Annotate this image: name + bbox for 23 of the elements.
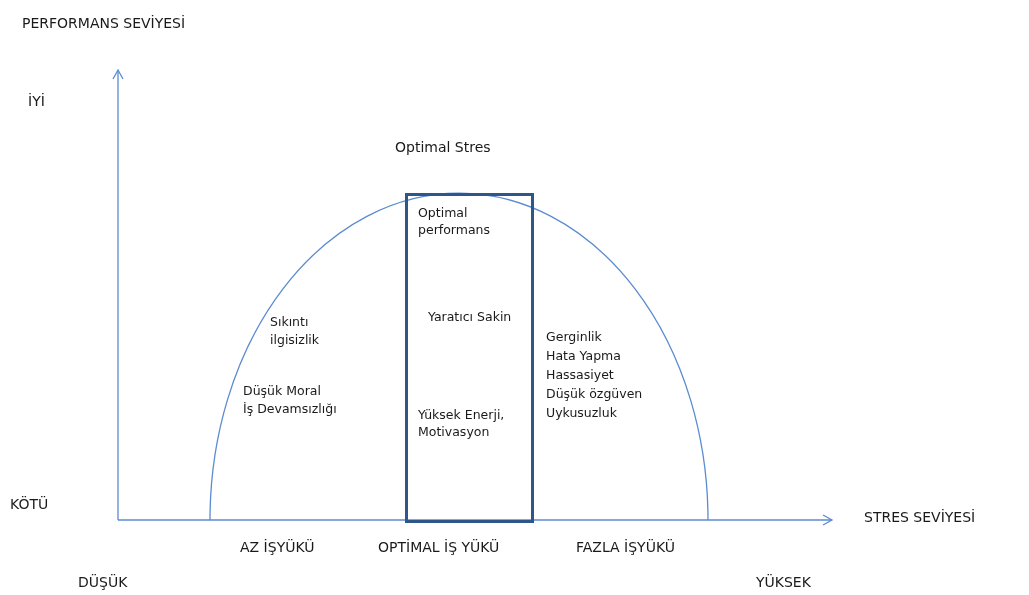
optimal-zone-box [405,193,534,523]
axis-label: YÜKSEK [756,573,811,591]
zone-text: Yaratıcı Sakin [428,308,513,325]
axis-label: KÖTÜ [10,495,49,513]
symptom-text: İş Devamsızlığı [243,400,337,418]
zone-text: Optimal performans [418,204,491,238]
symptom-text: Hata Yapma [546,347,621,365]
axis-title: PERFORMANS SEVİYESİ [22,14,186,32]
symptom-text: Düşük Moral [243,382,321,400]
symptom-text: Sıkıntı [270,313,309,331]
curve-label: Optimal Stres [395,138,491,156]
symptom-text: Düşük özgüven [546,385,643,403]
symptom-text: Hassasiyet [546,366,614,384]
zone-label: FAZLA İŞYÜKÜ [576,538,675,556]
zone-label: AZ İŞYÜKÜ [240,538,315,556]
zone-text: Yüksek Enerji, Motivasyon [418,406,506,440]
axis-label: İYİ [28,92,45,110]
zone-label: OPTİMAL İŞ YÜKÜ [378,538,500,556]
symptom-text: Gerginlik [546,328,602,346]
axis-label: DÜŞÜK [78,573,128,591]
axis-title: STRES SEVİYESİ [864,508,976,526]
symptom-text: Uykusuzluk [546,404,617,422]
symptom-text: ilgisizlik [270,331,320,349]
